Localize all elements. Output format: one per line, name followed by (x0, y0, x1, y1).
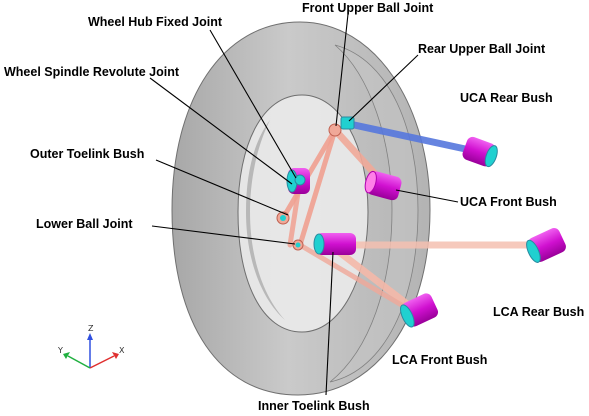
triad-y-label: Y (57, 346, 63, 355)
leader-lines (149, 13, 459, 396)
leader-front-upper-ball-joint (335, 13, 349, 127)
toelink-outer-inner (295, 242, 301, 248)
label-uca-rear-bush: UCA Rear Bush (460, 91, 553, 105)
axis-triad: Z X Y (57, 324, 125, 369)
label-rear-upper-ball-joint: Rear Upper Ball Joint (418, 42, 546, 56)
joints (276, 116, 355, 251)
lower-ball-joint-inner (280, 215, 286, 221)
upright-link-2 (297, 127, 338, 248)
label-lca-rear-bush: LCA Rear Bush (493, 305, 584, 319)
front-upper-ball-joint-marker (328, 123, 342, 137)
label-wheel-spindle-revolute-joint: Wheel Spindle Revolute Joint (4, 65, 180, 79)
leader-uca-front-bush (395, 189, 459, 203)
tire-inner-rim (237, 94, 369, 333)
label-inner-toelink-bush: Inner Toelink Bush (258, 399, 370, 413)
wheel-hub-marker (294, 174, 306, 186)
tire (171, 21, 431, 396)
labels: Wheel Hub Fixed Joint Front Upper Ball J… (4, 1, 584, 413)
label-wheel-hub-fixed-joint: Wheel Hub Fixed Joint (88, 15, 223, 29)
triad-x-label: X (119, 346, 125, 355)
triad-x-arrow (112, 352, 119, 359)
label-lower-ball-joint: Lower Ball Joint (36, 217, 133, 231)
tire-rim-shadow (246, 120, 285, 320)
triad-z-arrow (87, 333, 93, 340)
lca-front-link (326, 241, 419, 314)
leader-wheel-hub-fixed-joint (209, 29, 297, 179)
toelink (297, 242, 413, 313)
leader-lower-ball-joint (151, 225, 296, 245)
lca-rear-bush (526, 228, 566, 263)
label-outer-toelink-bush: Outer Toelink Bush (30, 147, 144, 161)
triad-y-arrow (63, 352, 70, 359)
label-uca-front-bush: UCA Front Bush (460, 195, 557, 209)
uca-rear-bush (462, 136, 498, 168)
label-lca-front-bush: LCA Front Bush (392, 353, 487, 367)
label-front-upper-ball-joint: Front Upper Ball Joint (302, 1, 434, 15)
leader-wheel-spindle-revolute-joint (149, 77, 293, 185)
lca-front-bush (400, 293, 439, 328)
leader-rear-upper-ball-joint (348, 54, 419, 122)
triad-z-label: Z (88, 324, 94, 333)
leader-inner-toelink-bush (325, 251, 334, 396)
inner-toelink-bush (313, 233, 356, 255)
triad-y-axis (67, 355, 91, 369)
uca-rear-link (341, 119, 474, 154)
triad-x-axis (89, 355, 115, 369)
uca-front-bush (364, 170, 402, 201)
leader-outer-toelink-bush (155, 159, 289, 216)
